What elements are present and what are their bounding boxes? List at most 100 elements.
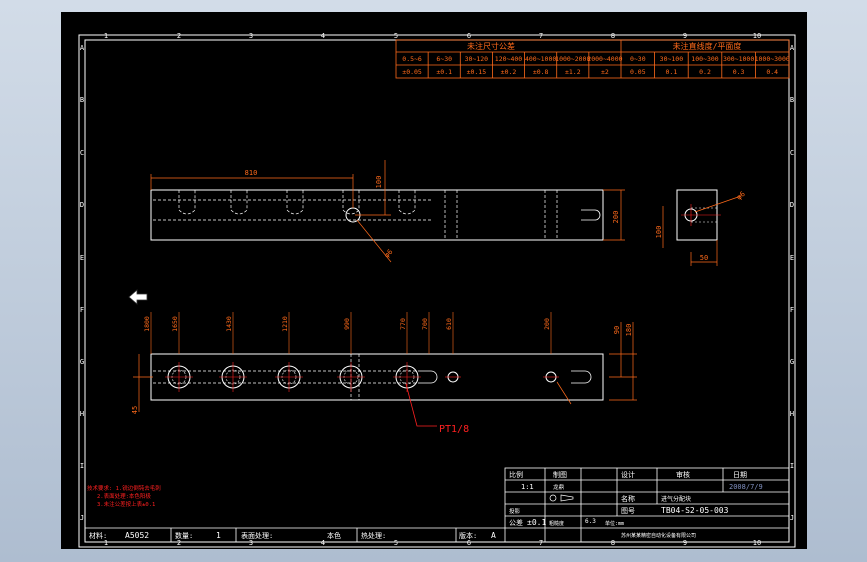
thread-label: PT1/8 — [439, 424, 469, 435]
border-row-I: I — [80, 462, 84, 470]
svg-text:1:1: 1:1 — [521, 483, 534, 491]
svg-text:版本:: 版本: — [459, 531, 477, 540]
dim-front-position: 1650 — [171, 316, 179, 332]
border-row-J: J — [790, 514, 794, 522]
linear-range: 0.5~6 — [402, 55, 422, 63]
dim-top-offset: 100 — [375, 176, 383, 189]
border-col-10: 10 — [753, 539, 761, 547]
svg-text:表面处理:: 表面处理: — [241, 531, 273, 540]
border-col-7: 7 — [539, 32, 543, 40]
date-value: 2008/7/9 — [729, 483, 763, 491]
projection-symbol-icon — [549, 494, 574, 502]
flatness-value: 0.4 — [766, 68, 778, 76]
border-row-G: G — [790, 358, 794, 366]
flatness-tolerance-title: 未注直线度/平面度 — [673, 41, 742, 51]
dim-front-left: 45 — [131, 406, 139, 414]
svg-text:审核: 审核 — [676, 470, 690, 479]
svg-text:龙鼎: 龙鼎 — [553, 483, 564, 491]
border-col-4: 4 — [321, 539, 325, 547]
border-row-A: A — [790, 44, 795, 52]
svg-text:制图: 制图 — [553, 470, 567, 479]
linear-value: ±2 — [601, 68, 609, 76]
front-view-holes — [165, 362, 559, 392]
svg-text:投影: 投影 — [509, 507, 521, 515]
thread-callout: PT1/8 — [405, 383, 469, 435]
title-block: 比例 1:1 制图 龙鼎 设计 审核 日期 2008/7/9 投影 名称 进气分… — [85, 467, 790, 543]
dim-top-width: 810 — [245, 169, 258, 177]
svg-text:名称: 名称 — [621, 494, 635, 503]
dim-top-height: 200 — [612, 211, 620, 224]
side-view: 100 50 φ6 — [655, 189, 747, 266]
flatness-range: 1000~3000 — [755, 55, 790, 63]
top-view-dimensions — [150, 160, 625, 263]
border-row-D: D — [790, 201, 794, 209]
svg-text:1: 1 — [216, 531, 221, 540]
linear-value: ±0.2 — [501, 68, 517, 76]
dim-front-position: 1210 — [281, 316, 289, 332]
svg-text:A: A — [491, 531, 496, 540]
linear-value: ±0.05 — [402, 68, 422, 76]
notes-line-1: 2.表面处理:本色阳极 — [97, 492, 151, 500]
border-col-6: 6 — [467, 539, 471, 547]
technical-notes: 技术要求: 1.锐边倒钝去毛刺 2.表面处理:本色阳极 3.未注公差按上表±0.… — [87, 484, 161, 508]
flatness-value: 0.2 — [699, 68, 711, 76]
dim-front-position: 990 — [343, 318, 351, 330]
linear-range: 30~120 — [465, 55, 489, 63]
front-view-outline — [150, 353, 604, 401]
tolerance-table: 未注尺寸公差 未注直线度/平面度 0.5~6±0.056~30±0.130~12… — [395, 39, 790, 79]
border-row-C: C — [790, 149, 794, 157]
border-col-8: 8 — [611, 32, 615, 40]
flatness-value: 0.1 — [666, 68, 678, 76]
linear-range: 1000~2000 — [555, 55, 590, 63]
border-col-5: 5 — [394, 539, 398, 547]
part-name: 进气分配块 — [661, 495, 691, 503]
svg-text:单位:mm: 单位:mm — [605, 520, 624, 527]
top-view-hidden-lines — [153, 190, 558, 240]
border-col-2: 2 — [177, 32, 181, 40]
dim-hole-dia: φ6 — [383, 248, 395, 260]
svg-text:设计: 设计 — [621, 470, 635, 479]
border-row-E: E — [80, 254, 84, 262]
svg-text:材料:: 材料: — [89, 531, 107, 540]
dim-front-right-a: 90 — [613, 326, 621, 334]
border-row-D: D — [80, 201, 84, 209]
border-col-3: 3 — [249, 539, 253, 547]
border-col-8: 8 — [611, 539, 615, 547]
flatness-range: 300~1000 — [723, 55, 754, 63]
border-col-9: 9 — [683, 539, 687, 547]
border-col-7: 7 — [539, 539, 543, 547]
border-col-5: 5 — [394, 32, 398, 40]
border-row-F: F — [80, 306, 84, 314]
border-row-B: B — [790, 96, 794, 104]
flatness-range: 0~30 — [630, 55, 646, 63]
svg-text:6.3: 6.3 — [585, 518, 596, 525]
flatness-value: 0.3 — [733, 68, 745, 76]
svg-text:热处理:: 热处理: — [361, 531, 386, 540]
border-col-1: 1 — [104, 539, 108, 547]
border-row-I: I — [790, 462, 794, 470]
pointer-cursor-icon — [128, 289, 148, 305]
dim-front-right-b: 180 — [625, 324, 633, 337]
svg-text:±0.1: ±0.1 — [527, 518, 546, 527]
border-col-1: 1 — [104, 32, 108, 40]
flatness-range: 30~100 — [660, 55, 684, 63]
svg-text:图号: 图号 — [621, 507, 635, 515]
dim-side-dia: φ6 — [735, 190, 747, 202]
border-row-J: J — [80, 514, 84, 522]
flatness-range: 100~300 — [691, 55, 718, 63]
flatness-value: 0.05 — [630, 68, 646, 76]
linear-value: ±0.15 — [467, 68, 487, 76]
company-name: 苏州某某精密自动化设备有限公司 — [621, 532, 696, 539]
top-view-outline — [150, 189, 604, 241]
border-row-G: G — [80, 358, 84, 366]
border-row-H: H — [790, 410, 794, 418]
svg-text:本色: 本色 — [327, 531, 341, 540]
top-view-slot — [581, 209, 601, 221]
notes-line-2: 3.未注公差按上表±0.1 — [97, 500, 155, 508]
